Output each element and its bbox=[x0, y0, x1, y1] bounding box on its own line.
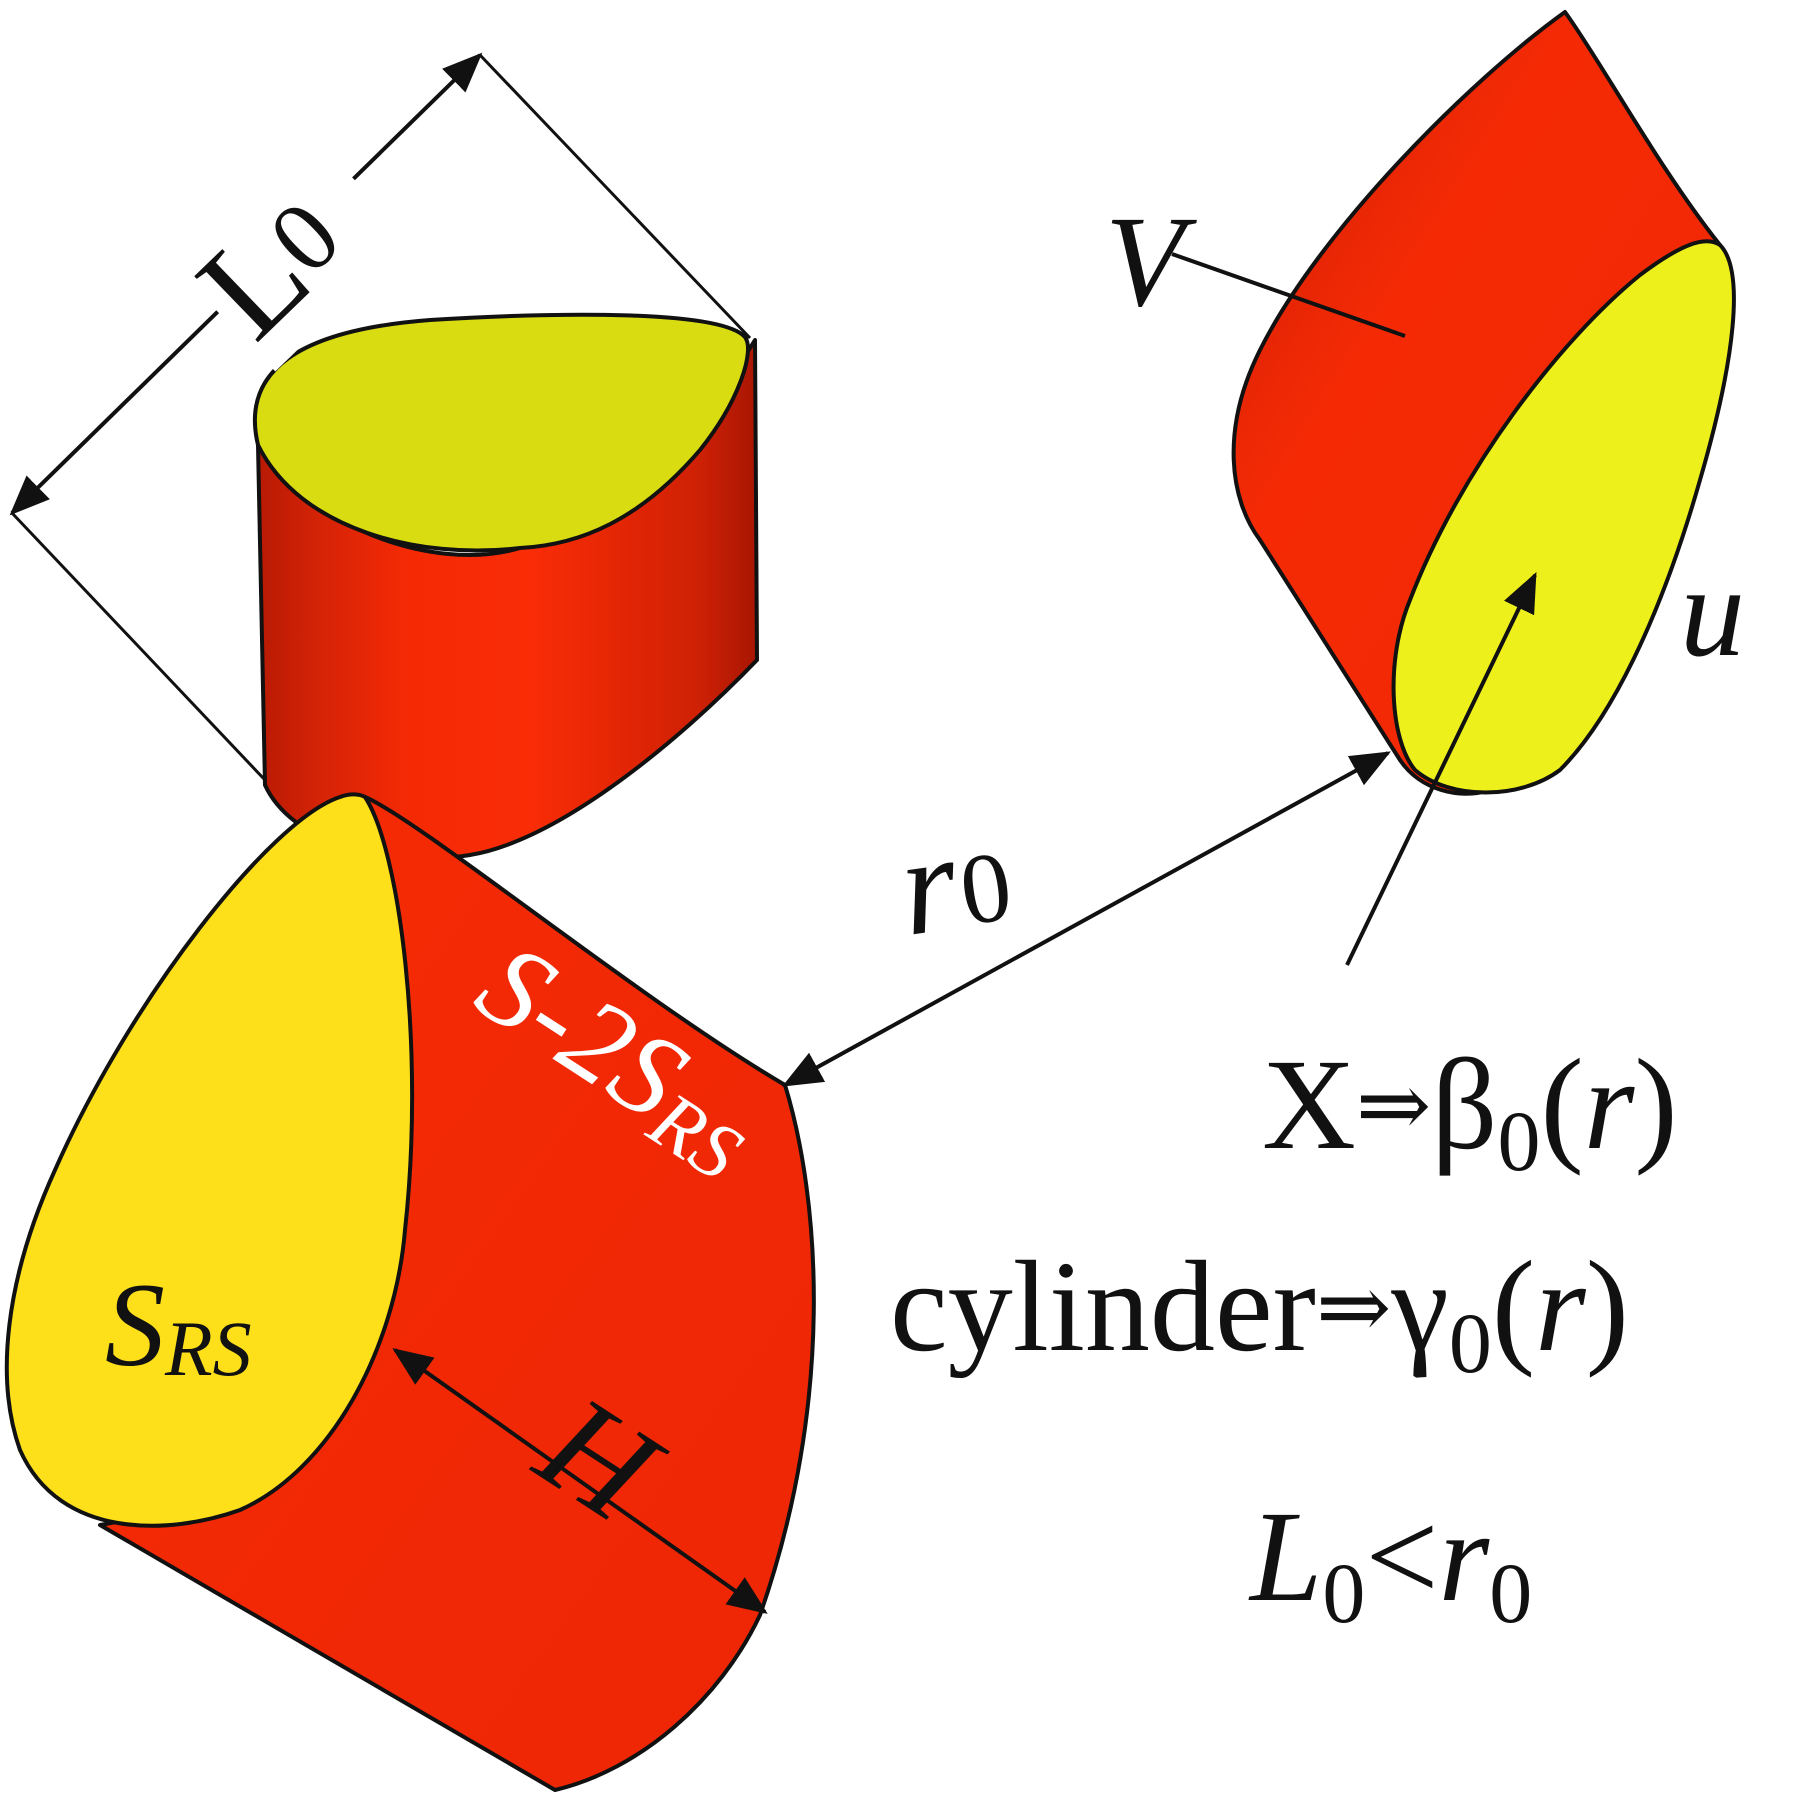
eq2-arrow: ⇒ bbox=[1316, 1255, 1391, 1360]
eq1-lhs: X bbox=[1262, 1033, 1356, 1177]
eq3-b: r bbox=[1439, 1485, 1490, 1629]
x-pointer-arrow bbox=[1345, 571, 1537, 966]
eq1-sub: 0 bbox=[1497, 1093, 1540, 1189]
v-leader-line bbox=[1171, 252, 1406, 338]
srs-label: SRS bbox=[105, 1258, 252, 1392]
srs-sub: RS bbox=[164, 1305, 252, 1392]
r0-arrow bbox=[782, 751, 1391, 1087]
eq1-arrow: ⇒ bbox=[1356, 1053, 1431, 1158]
equation-line-1: X⇒β0(r) bbox=[1262, 1033, 1678, 1189]
eq1-close: ) bbox=[1634, 1033, 1677, 1177]
u-label: u bbox=[1680, 540, 1745, 684]
eq3-a: L bbox=[1248, 1485, 1322, 1629]
r0-label: r0 bbox=[891, 797, 1020, 966]
l0-extension-right bbox=[478, 53, 752, 340]
top-cylinder-icon bbox=[252, 312, 759, 861]
eq3-rel: < bbox=[1365, 1485, 1438, 1629]
right-cylinder-face bbox=[1391, 239, 1736, 795]
equation-line-3: L0<r0 bbox=[1248, 1485, 1532, 1641]
bottom-cylinder-face bbox=[4, 792, 415, 1528]
eq1-func: β bbox=[1431, 1033, 1497, 1177]
l0-extension-left bbox=[10, 511, 267, 782]
eq2-arg: r bbox=[1535, 1235, 1586, 1379]
srs-main: S bbox=[105, 1258, 165, 1391]
eq3-a-sub: 0 bbox=[1322, 1545, 1365, 1641]
eq2-lhs: cylinder bbox=[890, 1235, 1316, 1379]
eq2-close: ) bbox=[1586, 1235, 1629, 1379]
right-cylinder-icon bbox=[1231, 10, 1736, 796]
eq2-func: γ bbox=[1390, 1235, 1448, 1379]
eq3-b-sub: 0 bbox=[1489, 1545, 1532, 1641]
equation-line-2: cylinder⇒γ0(r) bbox=[890, 1235, 1629, 1391]
h-arrow bbox=[392, 1348, 768, 1614]
right-cylinder-side bbox=[1231, 10, 1722, 796]
eq2-sub: 0 bbox=[1449, 1295, 1492, 1391]
eq1-arg: r bbox=[1584, 1033, 1635, 1177]
l0-dimension bbox=[9, 52, 752, 782]
v-label: V bbox=[1105, 190, 1197, 334]
r0-main: r bbox=[891, 805, 967, 966]
l0-label-backdrop bbox=[178, 138, 412, 372]
eq2-open: ( bbox=[1492, 1235, 1535, 1379]
r0-sub: 0 bbox=[953, 830, 1018, 947]
eq1-open: ( bbox=[1540, 1033, 1583, 1177]
